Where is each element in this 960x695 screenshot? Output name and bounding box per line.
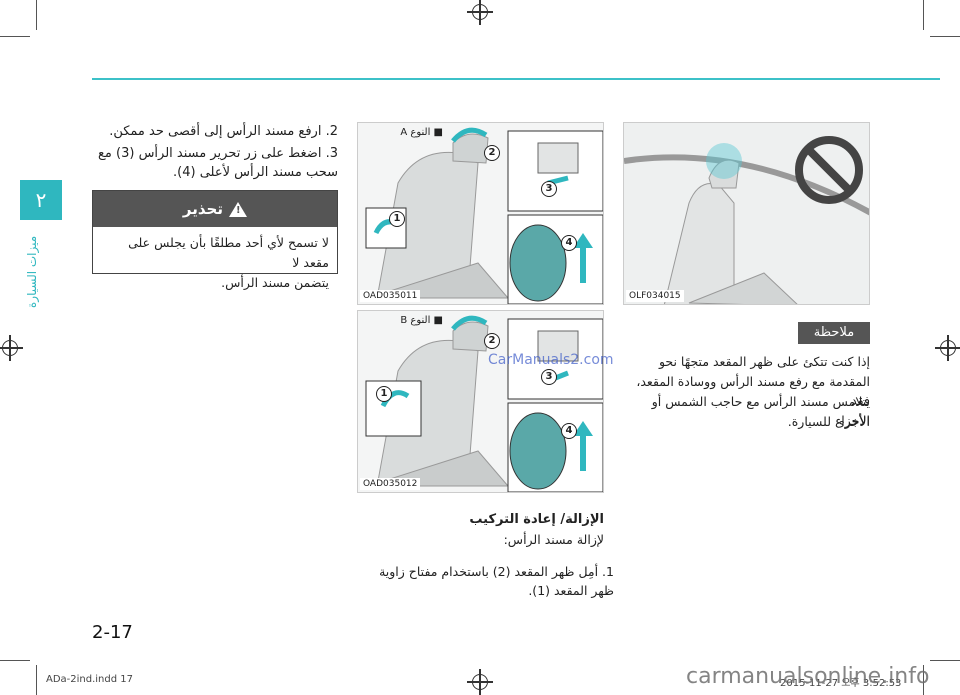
caution-line1: إذا كنت تتكئ على ظهر المقعد متجهًا نحو — [658, 354, 870, 369]
registration-mark-icon — [467, 0, 493, 25]
callout-4: 4 — [561, 423, 577, 439]
watermark-site1: CarManuals2.com — [488, 352, 614, 368]
caution-line3: يتلامس مسند الرأس مع حاجب الشمس أو الأجز… — [651, 394, 870, 428]
warning-line1: لا تسمح لأي أحد مطلقًا بأن يجلس على مقعد… — [128, 235, 329, 270]
callout-3: 3 — [541, 369, 557, 385]
crop-mark — [930, 660, 960, 661]
header-rule — [92, 78, 940, 80]
callout-4: 4 — [561, 235, 577, 251]
crop-mark — [923, 665, 924, 695]
crop-mark — [36, 665, 37, 695]
watermark-site2: carmanualsonline.info — [686, 664, 930, 689]
figure-type-a: 1 2 3 4 ■ النوع A OAD035011 — [357, 122, 604, 305]
crop-mark — [930, 36, 960, 37]
warning-line2: يتضمن مسند الرأس. — [221, 275, 329, 290]
section-subheading: لإزالة مسند الرأس: — [503, 532, 604, 547]
crop-mark — [923, 0, 924, 30]
chapter-title: ميزات السيارة — [25, 235, 39, 309]
callout-1: 1 — [389, 211, 405, 227]
caution-title: ملاحظة — [798, 322, 870, 344]
step-3-line1: 3. اضغط على زر تحرير مسند الرأس (3) مع — [97, 146, 338, 161]
crop-mark — [0, 660, 30, 661]
step-3-line2: سحب مسند الرأس لأعلى (4). — [173, 165, 338, 180]
callout-3: 3 — [541, 181, 557, 197]
warning-triangle-icon: ! — [229, 201, 247, 217]
figure-a-code: OAD035011 — [360, 290, 421, 302]
step-2: 2. ارفع مسند الرأس إلى أقصى حد ممكن. — [109, 124, 338, 139]
figure-b-label: ■ النوع B — [400, 315, 443, 326]
figure-b-code: OAD035012 — [360, 478, 421, 490]
crop-mark — [0, 36, 30, 37]
figure-headrest-contact: OLF034015 — [623, 122, 870, 305]
footer-file: ADa-2ind.indd 17 — [46, 674, 133, 685]
page-number: 2-17 — [92, 622, 133, 643]
seat-sunvisor-illustration — [624, 123, 869, 304]
crop-mark — [36, 0, 37, 30]
step-1-line2: ظهر المقعد (1). — [528, 583, 614, 598]
registration-mark-icon — [467, 669, 493, 695]
chapter-tab: ٢ — [20, 180, 62, 220]
callout-2: 2 — [484, 333, 500, 349]
callout-2: 2 — [484, 145, 500, 161]
no-entry-icon — [795, 136, 863, 204]
warning-header: تحذير ! — [93, 191, 337, 227]
footer-date: 2015-11-27 오후 3:52:53 — [780, 678, 902, 689]
warning-box: تحذير ! لا تسمح لأي أحد مطلقًا بأن يجلس … — [92, 190, 338, 290]
step-1-line1: 1. أمِل ظهر المقعد (2) باستخدام مفتاح زا… — [379, 564, 614, 579]
figure-code: OLF034015 — [626, 290, 684, 302]
caution-line2: المقدمة مع رفع مسند الرأس ووسادة المقعد،… — [636, 374, 870, 408]
registration-mark-icon — [935, 335, 960, 361]
section-heading: الإزالة/ إعادة التركيب — [469, 512, 604, 527]
warning-title: تحذير — [182, 200, 223, 218]
warning-body: لا تسمح لأي أحد مطلقًا بأن يجلس على مقعد… — [93, 227, 337, 299]
figure-a-label: ■ النوع A — [400, 127, 443, 138]
callout-1: 1 — [376, 386, 392, 402]
figure-type-b: 1 2 3 4 ■ النوع B OAD035012 — [357, 310, 604, 493]
seat-headrest-illustration — [365, 315, 603, 492]
registration-mark-icon — [0, 335, 23, 361]
caution-line4: الأخرى للسيارة. — [787, 414, 870, 429]
